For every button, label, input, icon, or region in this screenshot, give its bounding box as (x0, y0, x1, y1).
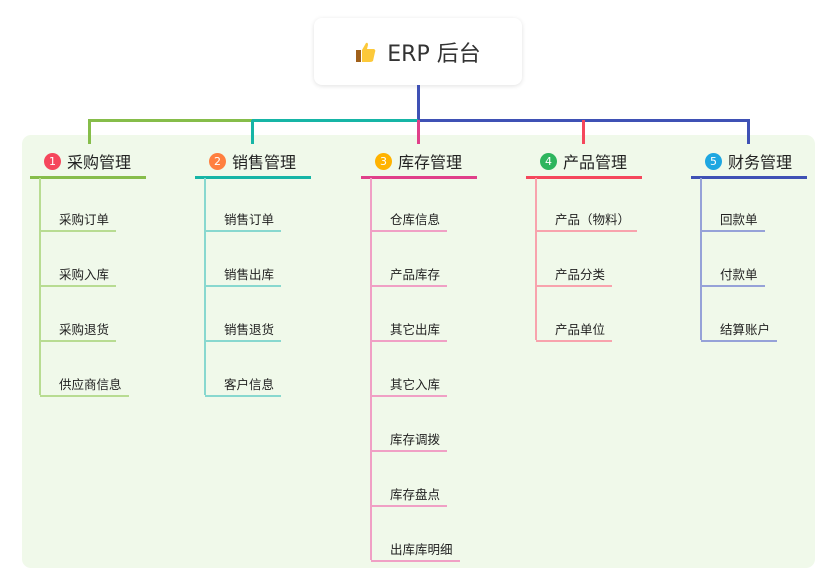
leaf-underline (371, 285, 448, 287)
connector-h (252, 119, 419, 122)
branch-connector (417, 120, 420, 144)
leaf-underline (205, 230, 282, 232)
leaf-node[interactable]: 客户信息 (224, 377, 275, 392)
leaf-node[interactable]: 库存盘点 (390, 487, 441, 502)
branch-underline (30, 176, 146, 179)
leaf-node[interactable]: 出库库明细 (390, 542, 453, 557)
branch-label: 财务管理 (728, 153, 793, 172)
leaf-node[interactable]: 采购退货 (59, 322, 110, 337)
branch-underline (195, 176, 311, 179)
trunk-connector (417, 85, 420, 122)
root-title: ERP 后台 (387, 41, 481, 67)
leaf-node[interactable]: 回款单 (720, 212, 758, 227)
leaf-underline (371, 560, 460, 562)
leaf-underline (371, 340, 448, 342)
branch-connector (747, 120, 750, 144)
leaf-node[interactable]: 供应商信息 (59, 377, 122, 392)
leaf-underline (536, 230, 638, 232)
leaf-node[interactable]: 采购订单 (59, 212, 110, 227)
number-badge: 1 (44, 152, 61, 170)
leaf-node[interactable]: 产品单位 (555, 322, 606, 337)
branch-connector (582, 120, 585, 144)
leaf-node[interactable]: 付款单 (720, 267, 758, 282)
branch-connector (251, 120, 254, 144)
leaf-underline (40, 340, 117, 342)
leaf-node[interactable]: 产品分类 (555, 267, 606, 282)
leaf-connector (39, 178, 41, 395)
leaf-node[interactable]: 销售订单 (224, 212, 275, 227)
leaf-node[interactable]: 仓库信息 (390, 212, 441, 227)
branch-underline (691, 176, 807, 179)
leaf-underline (40, 285, 117, 287)
leaf-node[interactable]: 产品（物料） (555, 212, 631, 227)
leaf-connector (700, 178, 702, 340)
root-node[interactable]: ERP 后台 (314, 18, 522, 85)
number-badge: 5 (705, 152, 722, 170)
leaf-underline (371, 505, 448, 507)
leaf-connector (204, 178, 206, 395)
branch-node-1[interactable]: 1 采购管理 (44, 150, 131, 172)
branch-node-4[interactable]: 4 产品管理 (540, 150, 627, 172)
leaf-node[interactable]: 销售退货 (224, 322, 275, 337)
leaf-node[interactable]: 库存调拨 (390, 432, 441, 447)
leaf-underline (371, 395, 448, 397)
leaf-underline (40, 230, 117, 232)
leaf-underline (205, 340, 282, 342)
leaf-node[interactable]: 产品库存 (390, 267, 441, 282)
branch-underline (361, 176, 477, 179)
leaf-underline (205, 285, 282, 287)
leaf-underline (205, 395, 282, 397)
branch-node-2[interactable]: 2 销售管理 (209, 150, 296, 172)
leaf-underline (701, 285, 765, 287)
branch-underline (526, 176, 642, 179)
connector-h (88, 119, 253, 122)
leaf-underline (40, 395, 129, 397)
leaf-underline (701, 340, 778, 342)
leaf-underline (536, 285, 613, 287)
number-badge: 4 (540, 152, 557, 170)
leaf-underline (371, 230, 448, 232)
number-badge: 2 (209, 152, 226, 170)
leaf-node[interactable]: 销售出库 (224, 267, 275, 282)
leaf-underline (701, 230, 765, 232)
branch-label: 库存管理 (398, 153, 463, 172)
thumbs-up-icon (355, 41, 377, 63)
branch-label: 产品管理 (563, 153, 628, 172)
branch-node-3[interactable]: 3 库存管理 (375, 150, 462, 172)
leaf-node[interactable]: 其它出库 (390, 322, 441, 337)
branch-connector (88, 120, 91, 144)
leaf-node[interactable]: 其它入库 (390, 377, 441, 392)
leaf-underline (371, 450, 448, 452)
leaf-connector (370, 178, 372, 560)
branch-label: 销售管理 (232, 153, 297, 172)
branches-panel (22, 135, 815, 568)
leaf-connector (535, 178, 537, 340)
number-badge: 3 (375, 152, 392, 170)
leaf-node[interactable]: 结算账户 (720, 322, 771, 337)
leaf-underline (536, 340, 613, 342)
leaf-node[interactable]: 采购入库 (59, 267, 110, 282)
branch-label: 采购管理 (67, 153, 132, 172)
branch-node-5[interactable]: 5 财务管理 (705, 150, 792, 172)
